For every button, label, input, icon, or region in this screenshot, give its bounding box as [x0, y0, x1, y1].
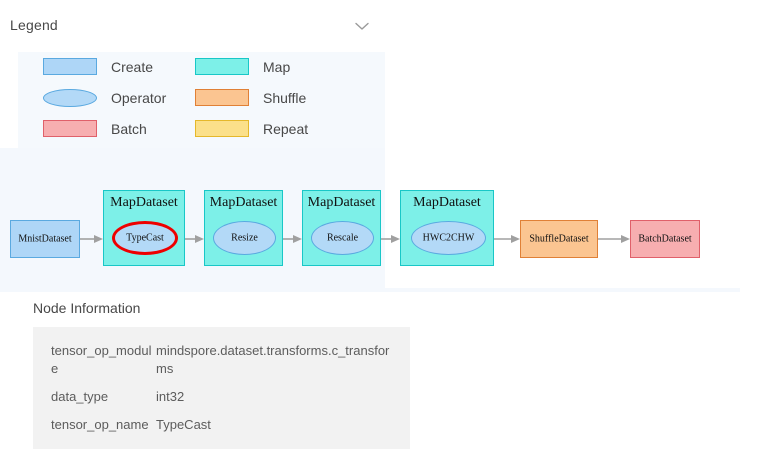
legend-swatch-shuffle [195, 89, 249, 106]
node-info-row: tensor_op_name TypeCast [33, 411, 410, 439]
legend-label-create: Create [111, 59, 154, 75]
node-label: MnistDataset [18, 233, 72, 245]
legend-label-batch: Batch [111, 121, 147, 137]
legend-header[interactable]: Legend [10, 12, 378, 38]
graph-operator-rescale[interactable]: Rescale [311, 221, 374, 255]
edge-connector [283, 234, 302, 244]
node-info-value: TypeCast [156, 417, 211, 432]
node-title: MapDataset [209, 195, 278, 210]
operator-label: TypeCast [126, 232, 164, 244]
legend-label-map: Map [263, 59, 291, 75]
legend-swatch-repeat [195, 120, 249, 137]
graph-node-batchdataset[interactable]: BatchDataset [630, 220, 700, 258]
legend-swatch-map [195, 58, 249, 75]
node-label: ShuffleDataset [529, 233, 589, 245]
edge-connector [381, 234, 400, 244]
legend-label-operator: Operator [111, 90, 167, 106]
edge-connector [494, 234, 520, 244]
edge-connector [80, 234, 103, 244]
edge-connector [185, 234, 204, 244]
node-title: MapDataset [307, 195, 376, 210]
legend-swatch-batch [43, 120, 97, 137]
legend-label-shuffle: Shuffle [263, 90, 307, 106]
node-info-value: mindspore.dataset.transforms.c_transform… [156, 343, 390, 376]
legend-swatch-create [43, 58, 97, 75]
edge-connector [598, 234, 630, 244]
graph-operator-typecast[interactable]: TypeCast [112, 221, 178, 255]
operator-label: HWC2CHW [422, 232, 475, 244]
node-info-value: int32 [156, 389, 185, 404]
node-label: BatchDataset [638, 233, 692, 245]
graph-operator-hwc2chw[interactable]: HWC2CHW [411, 221, 486, 255]
node-info-key: data_type [51, 389, 109, 404]
operator-label: Resize [231, 232, 258, 244]
legend-label-repeat: Repeat [263, 121, 309, 137]
node-info-key: tensor_op_module [51, 343, 152, 376]
node-info-row: data_type int32 [33, 383, 410, 411]
operator-label: Rescale [326, 232, 359, 244]
legend-title: Legend [10, 17, 58, 33]
node-title: MapDataset [413, 195, 481, 210]
graph-operator-resize[interactable]: Resize [213, 221, 276, 255]
graph-node-mnistdataset[interactable]: MnistDataset [10, 220, 80, 258]
chevron-down-icon[interactable] [352, 16, 372, 36]
node-info-key: tensor_op_name [51, 417, 149, 432]
node-title: MapDataset [110, 195, 178, 210]
legend-swatch-operator [43, 89, 97, 107]
node-information-title: Node Information [33, 300, 141, 316]
graph-node-shuffledataset[interactable]: ShuffleDataset [520, 220, 598, 258]
